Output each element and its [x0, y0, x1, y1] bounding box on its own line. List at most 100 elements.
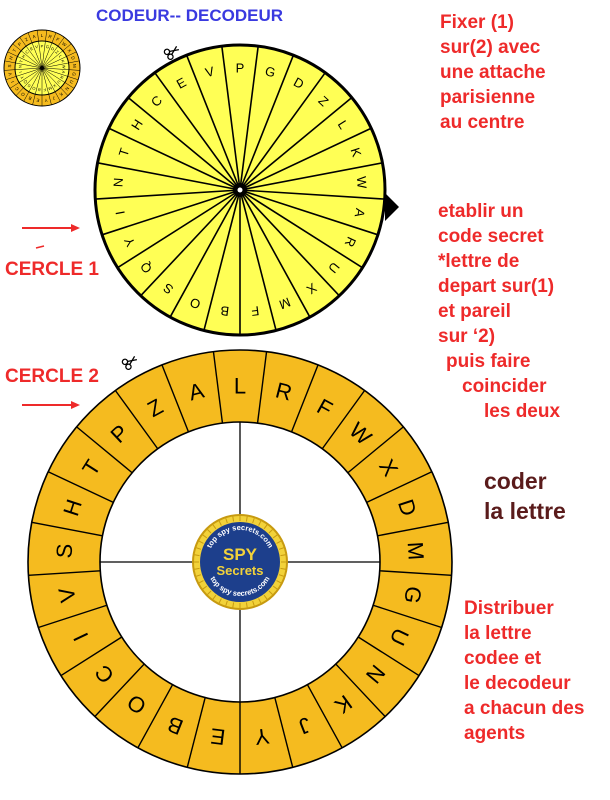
- badge-tick: [276, 580, 282, 584]
- badge-tick: [276, 540, 282, 544]
- note-fixer-line: Fixer (1): [440, 12, 514, 33]
- mini-divider: [19, 37, 43, 69]
- mini-divider: [41, 43, 72, 69]
- mini-outer-letter: W: [61, 41, 68, 48]
- page-title: CODEUR-- DECODEUR: [96, 6, 283, 25]
- mini-outer-letter: Z: [24, 37, 29, 43]
- mini-outer-letter: O: [20, 91, 26, 97]
- cercle-1-divider: [239, 189, 340, 297]
- cercle-1-divider: [239, 189, 385, 200]
- cercle-1-divider: [221, 46, 241, 191]
- cercle-2-divider: [306, 684, 343, 749]
- badge-tick: [263, 594, 268, 600]
- mini-divider: [5, 67, 43, 80]
- note-etablir-line: etablir un: [438, 201, 524, 222]
- note-coder: coder la lettre: [484, 466, 566, 526]
- mini-divider: [41, 30, 48, 69]
- mini-inner-letter: B: [37, 87, 41, 92]
- note-etablir-line: et pareil: [438, 301, 511, 322]
- badge-tick: [272, 585, 278, 590]
- badge-core: [200, 522, 280, 602]
- mini-divider: [7, 51, 43, 69]
- badge-tick: [194, 567, 200, 570]
- cercle-1-divider: [239, 189, 363, 269]
- mini-outer-letter: L: [41, 33, 44, 38]
- note-distribuer-line: codee et: [464, 648, 542, 669]
- badge-tick: [258, 598, 262, 604]
- note-etablir-line: puis faire: [446, 351, 531, 372]
- mini-divider: [41, 67, 75, 89]
- badge-tick: [212, 594, 217, 600]
- mini-outer-letter: D: [70, 56, 76, 61]
- badge-tick: [278, 574, 284, 577]
- badge-tick: [232, 516, 235, 522]
- cercle-2-letter: A: [186, 378, 207, 406]
- cercle-1-letter: V: [204, 63, 216, 80]
- note-etablir-line: depart sur(1): [438, 276, 555, 297]
- mini-inner-letter: Q: [22, 79, 28, 85]
- mini-divider: [4, 60, 43, 69]
- badge-tick: [258, 520, 262, 526]
- cercle-2-divider: [28, 570, 101, 577]
- cercle-2-divider: [379, 570, 452, 577]
- cercle-1-divider: [239, 189, 277, 331]
- badge-tick: [263, 524, 268, 530]
- mini-outer-letter: K: [58, 91, 63, 97]
- cercle-2-divider: [357, 636, 420, 677]
- cercle-2-letter: D: [393, 496, 422, 519]
- mini-inner-letter: V: [35, 44, 39, 50]
- cercle-2-divider: [114, 390, 159, 450]
- cercle-1-letter: I: [112, 210, 127, 216]
- cercle-2-divider: [31, 521, 103, 537]
- note-etablir-line: coincider: [462, 376, 547, 397]
- cercle-2-divider: [290, 364, 319, 433]
- mini-outer-letter: E: [36, 98, 40, 103]
- mini-inner-letter: H: [21, 54, 27, 59]
- mini-divider: [32, 67, 43, 105]
- mini-outer-letter: R: [48, 34, 53, 40]
- cercle-1-divider: [95, 189, 241, 200]
- cercle-2-letter: Y: [253, 723, 271, 750]
- badge-tick: [202, 534, 208, 539]
- mini-divider: [41, 67, 80, 71]
- cercle-1-divider: [239, 162, 383, 191]
- cercle-2-letter: V: [53, 585, 80, 604]
- mini-inner-letter: S: [26, 83, 31, 89]
- mini-inner-letter: X: [52, 83, 57, 89]
- cercle-2-letter: S: [51, 543, 77, 559]
- note-fixer-line: au centre: [440, 112, 525, 133]
- note-fixer: Fixer (1) sur(2) avec une attache parisi…: [440, 10, 546, 135]
- mini-inner-letter: G: [45, 44, 49, 50]
- note-etablir-line: code secret: [438, 226, 544, 247]
- arrow-right-icon: [22, 224, 80, 232]
- note-coder-line: la lettre: [484, 498, 566, 524]
- badge-tick: [280, 554, 286, 557]
- cercle-2-divider: [366, 471, 433, 504]
- badge-tick: [207, 529, 212, 534]
- arrow-right-icon: [22, 401, 80, 409]
- mini-divider: [15, 67, 43, 96]
- cercle-2-divider: [47, 471, 114, 504]
- badge-tick: [280, 567, 286, 570]
- mini-divider: [23, 67, 43, 102]
- cercle-2-divider: [137, 684, 174, 749]
- badge-tick: [202, 585, 208, 590]
- mini-inner-letter: Y: [19, 75, 25, 80]
- mini-inner-letter: D: [50, 46, 55, 52]
- cercle-2-letter: G: [399, 584, 427, 606]
- mini-divider: [12, 43, 43, 69]
- note-distribuer-line: agents: [464, 723, 526, 744]
- badge-tick: [207, 590, 212, 595]
- mini-inner-letter: C: [24, 49, 30, 55]
- note-coder-line: coder: [484, 468, 547, 494]
- arrow-accent-mark: [35, 245, 45, 249]
- badge-tick: [272, 534, 278, 539]
- mini-inner-letter: M: [48, 86, 53, 92]
- mini-center: [40, 66, 44, 70]
- badge-tick: [278, 547, 284, 550]
- mini-inner-letter: I: [18, 71, 23, 73]
- cercle-1-divider: [239, 189, 379, 236]
